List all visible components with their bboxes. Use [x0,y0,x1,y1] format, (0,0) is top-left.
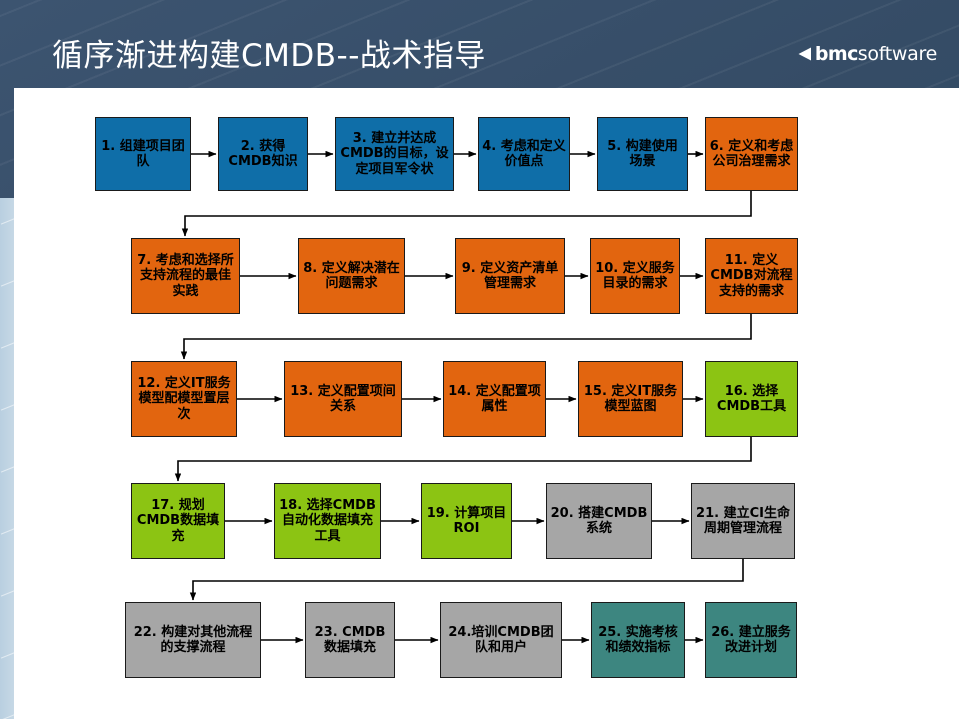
page-title: 循序渐进构建CMDB--战术指导 [52,38,486,74]
flow-node-label: 15. 定义IT服务模型蓝图 [583,383,678,414]
flow-node-label: 25. 实施考核和绩效指标 [598,624,678,655]
flow-node-18[interactable]: 18. 选择CMDB自动化数据填充工具 [274,483,381,559]
flow-node-12[interactable]: 12. 定义IT服务模型配模型置层次 [131,361,237,437]
flow-node-20[interactable]: 20. 搭建CMDB系统 [546,483,652,559]
flow-node-7[interactable]: 7. 考虑和选择所支持流程的最佳实践 [131,238,240,314]
flow-node-label: 4. 考虑和定义价值点 [482,138,566,169]
flow-node-label: 14. 定义配置项属性 [448,383,541,414]
flow-node-14[interactable]: 14. 定义配置项属性 [443,361,546,437]
flow-node-label: 2. 获得CMDB知识 [228,138,298,169]
flow-node-label: 20. 搭建CMDB系统 [550,505,648,536]
flow-node-26[interactable]: 26. 建立服务改进计划 [705,602,797,678]
flow-node-label: 18. 选择CMDB自动化数据填充工具 [279,498,376,544]
flow-node-15[interactable]: 15. 定义IT服务模型蓝图 [578,361,683,437]
flow-node-label: 17. 规划CMDB数据填充 [136,498,220,544]
flow-node-label: 16. 选择CMDB工具 [716,383,787,414]
flow-node-10[interactable]: 10. 定义服务目录的需求 [590,238,680,314]
flow-node-1[interactable]: 1. 组建项目团队 [95,117,191,191]
flow-node-6[interactable]: 6. 定义和考虑公司治理需求 [705,117,798,191]
flow-node-label: 21. 建立CI生命周期管理流程 [696,505,790,536]
flow-node-label: 9. 定义资产清单管理需求 [461,260,559,291]
flow-node-4[interactable]: 4. 考虑和定义价值点 [478,117,570,191]
flow-node-16[interactable]: 16. 选择CMDB工具 [705,361,798,437]
flow-node-label: 3. 建立并达成CMDB的目标，设定项目军令状 [340,131,449,177]
bmc-triangle-icon [797,46,813,62]
flow-node-label: 12. 定义IT服务模型配模型置层次 [137,376,231,422]
flow-node-label: 8. 定义解决潜在问题需求 [303,260,400,291]
flow-node-3[interactable]: 3. 建立并达成CMDB的目标，设定项目军令状 [335,117,454,191]
flow-node-25[interactable]: 25. 实施考核和绩效指标 [591,602,685,678]
flow-node-label: 7. 考虑和选择所支持流程的最佳实践 [137,253,234,299]
brand-name-light: software [857,43,938,65]
flow-node-21[interactable]: 21. 建立CI生命周期管理流程 [691,483,795,559]
flow-node-label: 11. 定义CMDB对流程支持的需求 [710,253,793,299]
flow-node-label: 13. 定义配置项间关系 [290,383,396,414]
flow-node-11[interactable]: 11. 定义CMDB对流程支持的需求 [705,238,798,314]
flow-node-24[interactable]: 24.培训CMDB团队和用户 [440,602,562,678]
flow-node-9[interactable]: 9. 定义资产清单管理需求 [455,238,565,314]
flow-node-label: 6. 定义和考虑公司治理需求 [709,138,794,169]
flow-node-label: 26. 建立服务改进计划 [711,624,791,655]
flow-node-label: 19. 计算项目ROI [426,505,507,536]
flow-node-label: 22. 构建对其他流程的支撑流程 [133,624,253,655]
flow-node-5[interactable]: 5. 构建使用场景 [597,117,688,191]
brand-name-bold: bmc [814,43,858,65]
flow-node-19[interactable]: 19. 计算项目ROI [421,483,512,559]
flow-node-label: 24.培训CMDB团队和用户 [448,624,554,655]
flow-node-22[interactable]: 22. 构建对其他流程的支撑流程 [125,602,261,678]
flow-node-label: 1. 组建项目团队 [101,138,185,169]
flow-node-label: 5. 构建使用场景 [607,138,678,169]
flow-node-17[interactable]: 17. 规划CMDB数据填充 [131,483,225,559]
brand-logo: bmc software [797,43,937,65]
flow-node-label: 10. 定义服务目录的需求 [595,260,675,291]
flow-node-23[interactable]: 23. CMDB数据填充 [305,602,395,678]
flow-node-13[interactable]: 13. 定义配置项间关系 [284,361,402,437]
flow-node-8[interactable]: 8. 定义解决潜在问题需求 [298,238,405,314]
flow-node-label: 23. CMDB数据填充 [314,624,386,655]
header-band: 循序渐进构建CMDB--战术指导 bmc software [0,0,959,88]
flow-node-2[interactable]: 2. 获得CMDB知识 [218,117,308,191]
